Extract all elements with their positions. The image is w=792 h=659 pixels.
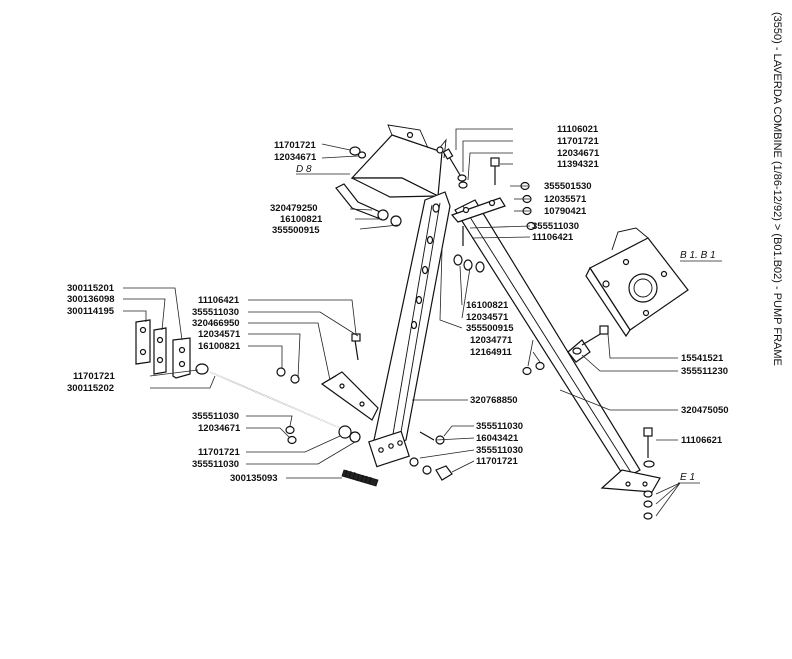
- part-label: 16100821: [466, 300, 509, 311]
- ref-label-b1b1: B 1. B 1: [680, 250, 716, 261]
- part-label: 355511030: [476, 445, 523, 456]
- part-label: 11106621: [681, 435, 723, 446]
- part-label: 10790421: [544, 206, 587, 217]
- part-label: 355511030: [192, 459, 239, 470]
- part-label: 16100821: [280, 214, 323, 225]
- part-label: 11701721: [73, 371, 115, 382]
- part-label: 16100821: [198, 341, 241, 352]
- part-label: 11106021: [557, 124, 599, 135]
- part-label: 355511030: [476, 421, 523, 432]
- part-label: 11701721: [198, 447, 240, 458]
- part-label: 12034671: [557, 148, 600, 159]
- part-label: 355511030: [532, 221, 579, 232]
- part-label: 15541521: [681, 353, 724, 364]
- part-label: 355511030: [192, 411, 239, 422]
- ref-label-e1: E 1: [680, 472, 695, 483]
- part-label: 11701721: [274, 140, 316, 151]
- part-label: 300115202: [67, 383, 114, 394]
- part-label: 12034771: [470, 335, 513, 346]
- diagram-caption: (3550) - LAVERDA COMBINE (1/86-12/92) > …: [771, 12, 783, 366]
- part-label: 12034571: [466, 312, 509, 323]
- part-label: 320768850: [470, 395, 518, 406]
- part-label: 355511030: [192, 307, 239, 318]
- part-label: 11701721: [476, 456, 518, 467]
- part-label: 320479250: [270, 203, 318, 214]
- part-label: 12164911: [470, 347, 512, 358]
- fasteners-group: [276, 146, 655, 520]
- part-label: 12035571: [544, 194, 587, 205]
- spring-part: [341, 469, 379, 487]
- part-label: 12034671: [274, 152, 317, 163]
- pump-plate-part: [585, 227, 689, 338]
- part-label: 11106421: [532, 232, 574, 243]
- part-label: 300115201: [67, 283, 115, 294]
- part-label: 355501530: [544, 181, 592, 192]
- part-label: 12034571: [198, 329, 241, 340]
- left-clamp-plates-part: [135, 319, 191, 379]
- part-label: 300136098: [67, 294, 115, 305]
- part-label: 12034671: [198, 423, 241, 434]
- part-label: 320475050: [681, 405, 729, 416]
- ref-label-d8: D 8: [296, 164, 312, 175]
- part-label: 11394321: [557, 159, 599, 170]
- leader-lines: [123, 128, 681, 517]
- main-frame-beam-part: [368, 191, 451, 468]
- part-label: 300135093: [230, 473, 278, 484]
- part-label: 320466950: [192, 318, 240, 329]
- small-bracket-part: [320, 371, 379, 421]
- top-bracket-part: [350, 124, 447, 198]
- part-label: 355500915: [466, 323, 514, 334]
- part-labels: 11701721 12034671 320479250 16100821 355…: [67, 124, 729, 484]
- part-label: 11701721: [557, 136, 599, 147]
- part-label: 300114195: [67, 306, 115, 317]
- part-label: 11106421: [198, 295, 240, 306]
- part-label: 16043421: [476, 433, 519, 444]
- threaded-rod-part: [195, 363, 361, 443]
- part-label: 355500915: [272, 225, 320, 236]
- part-label: 355511230: [681, 366, 728, 377]
